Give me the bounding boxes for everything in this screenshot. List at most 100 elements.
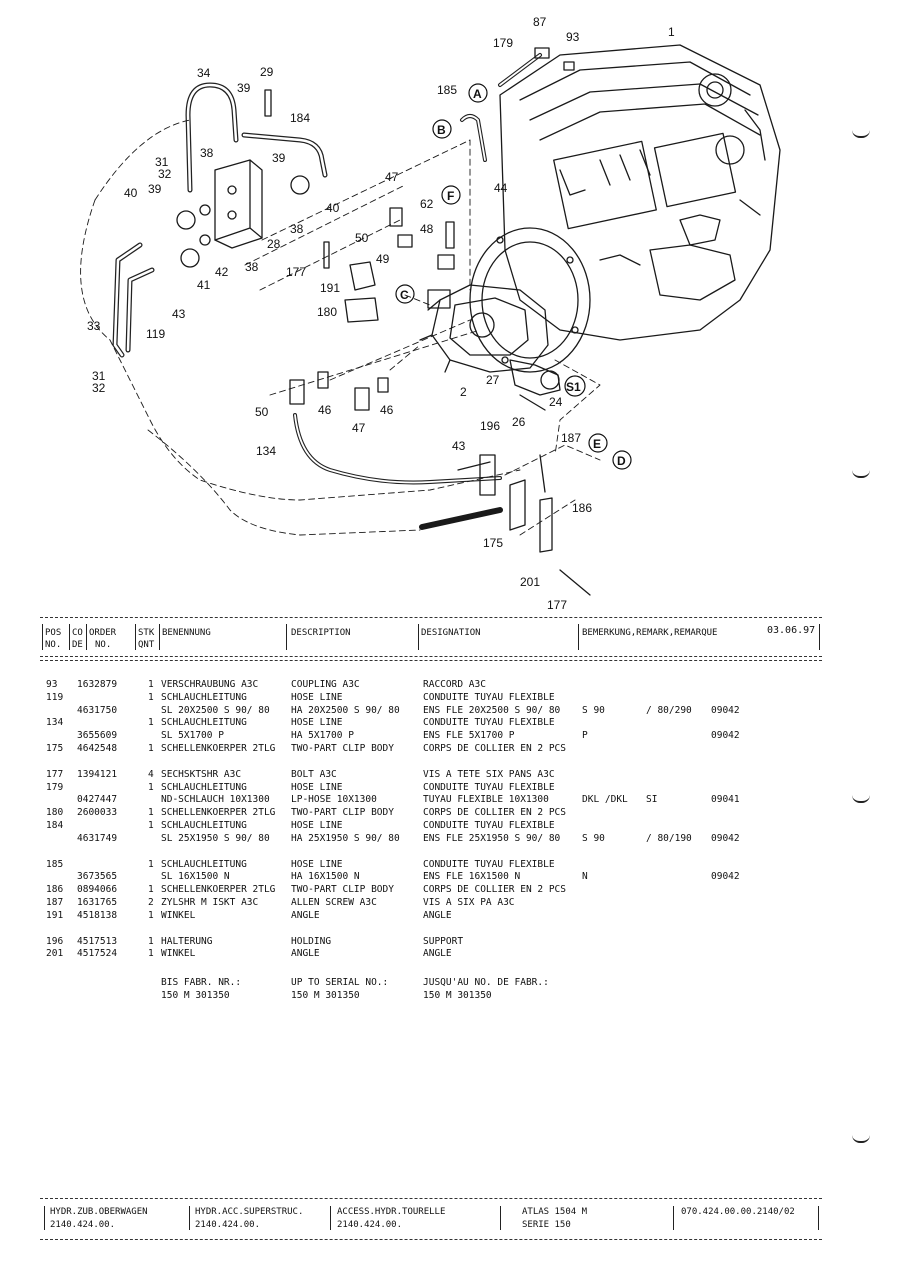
svg-text:S1: S1 bbox=[566, 380, 581, 394]
row-designation: ENS FLE 16X1500 N bbox=[423, 871, 521, 883]
row-designation: CONDUITE TUYAU FLEXIBLE bbox=[423, 819, 555, 831]
callout-38b: 38 bbox=[290, 222, 304, 236]
row-designation: ANGLE bbox=[423, 909, 452, 921]
header-separator bbox=[819, 624, 820, 650]
row-benennung: SCHELLENKOERPER 2TLG bbox=[161, 742, 276, 754]
svg-text:C: C bbox=[400, 288, 409, 302]
footer-separator bbox=[673, 1206, 674, 1230]
callout-33: 33 bbox=[87, 319, 101, 333]
row-designation: TUYAU FLEXIBLE 10X1300 bbox=[423, 794, 549, 806]
circle-letter-s1: S1 bbox=[564, 375, 586, 397]
row-designation: ENS FLE 5X1700 P bbox=[423, 730, 515, 742]
row-benennung: SL 25X1950 S 90/ 80 bbox=[161, 832, 270, 844]
callout-184: 184 bbox=[290, 111, 310, 125]
row-pos: 185 bbox=[46, 858, 64, 870]
row-description: TWO-PART CLIP BODY bbox=[291, 742, 394, 754]
callout-62: 62 bbox=[420, 197, 434, 211]
footer-page-code: 070.424.00.00.2140/02 bbox=[681, 1207, 795, 1217]
row-remark-2: / 80/190 bbox=[646, 832, 692, 844]
row-order-no: 1632879 bbox=[77, 679, 118, 690]
header-separator bbox=[69, 624, 70, 650]
header-separator bbox=[86, 624, 87, 650]
row-description: HA 16X1500 N bbox=[291, 871, 360, 883]
row-order-no: 4518138 bbox=[77, 909, 118, 921]
serial-de-value: 150 M 301350 bbox=[161, 990, 230, 1001]
callout-49: 49 bbox=[376, 252, 390, 266]
header-no: NO. bbox=[45, 640, 62, 650]
header-separator bbox=[286, 624, 287, 650]
row-description: LP-HOSE 10X1300 bbox=[291, 794, 377, 806]
row-benennung: SCHLAUCHLEITUNG bbox=[161, 717, 247, 729]
circle-letter-b: B bbox=[432, 119, 452, 139]
callout-31a: 31 bbox=[155, 155, 169, 169]
callout-47a: 47 bbox=[385, 170, 399, 184]
callout-50b: 50 bbox=[255, 405, 269, 419]
exploded-parts-diagram: 87 179 93 1 34 29 39 185 184 38 39 31 32… bbox=[80, 15, 781, 610]
row-quantity: 1 bbox=[148, 781, 154, 793]
row-order-no: 2600033 bbox=[77, 807, 118, 819]
callout-46a: 46 bbox=[318, 403, 332, 417]
callout-185: 185 bbox=[437, 83, 457, 97]
header-top-rule bbox=[40, 617, 822, 618]
header-bottom-rule bbox=[40, 656, 822, 657]
table-start-rule bbox=[40, 660, 822, 661]
row-description: HOSE LINE bbox=[291, 781, 343, 793]
row-pos: 175 bbox=[46, 742, 64, 754]
footer-model: ATLAS 1504 M bbox=[522, 1207, 588, 1217]
row-pos: 187 bbox=[46, 896, 64, 908]
callout-38a: 38 bbox=[200, 146, 214, 160]
valve-block-drawing bbox=[199, 159, 263, 249]
row-designation: ANGLE bbox=[423, 948, 452, 960]
serial-de-label: BIS FABR. NR.: bbox=[161, 977, 242, 988]
row-designation: RACCORD A3C bbox=[423, 679, 486, 690]
row-pos: 180 bbox=[46, 807, 64, 819]
footer-group-de: HYDR.ZUB.OBERWAGEN bbox=[50, 1207, 148, 1217]
row-order-no: 4517524 bbox=[77, 948, 118, 960]
callout-134: 134 bbox=[256, 444, 276, 458]
footer-group-en-no: 2140.424.00. bbox=[195, 1220, 261, 1230]
callout-191: 191 bbox=[320, 281, 340, 295]
row-designation: CONDUITE TUYAU FLEXIBLE bbox=[423, 691, 555, 703]
callout-46b: 46 bbox=[380, 403, 394, 417]
row-benennung: ZYLSHR M ISKT A3C bbox=[161, 896, 259, 908]
row-benennung: WINKEL bbox=[161, 948, 196, 960]
row-benennung: SCHELLENKOERPER 2TLG bbox=[161, 884, 276, 896]
svg-text:E: E bbox=[593, 437, 601, 451]
row-pos: 184 bbox=[46, 819, 64, 831]
circle-letter-d: D bbox=[612, 450, 632, 470]
row-order-no: 0427447 bbox=[77, 794, 118, 806]
row-designation: SUPPORT bbox=[423, 935, 464, 947]
row-quantity: 1 bbox=[148, 858, 154, 870]
row-remark: N bbox=[582, 871, 588, 883]
row-description: TWO-PART CLIP BODY bbox=[291, 807, 394, 819]
row-pos: 119 bbox=[46, 691, 64, 703]
callout-87: 87 bbox=[533, 15, 547, 29]
callout-40b: 40 bbox=[326, 201, 340, 215]
row-description: TWO-PART CLIP BODY bbox=[291, 884, 394, 896]
callout-1: 1 bbox=[668, 25, 675, 39]
row-designation: CONDUITE TUYAU FLEXIBLE bbox=[423, 781, 555, 793]
callout-177b: 177 bbox=[547, 598, 567, 610]
callout-29: 29 bbox=[260, 65, 274, 79]
callout-48: 48 bbox=[420, 222, 434, 236]
header-date: 03.06.97 bbox=[767, 625, 816, 636]
footer-separator bbox=[500, 1206, 501, 1230]
row-quantity: 1 bbox=[148, 884, 154, 896]
row-remark-2: / 80/290 bbox=[646, 704, 692, 716]
svg-text:A: A bbox=[473, 87, 482, 101]
footer-group-de-no: 2140.424.00. bbox=[50, 1220, 116, 1230]
footer-top-rule bbox=[40, 1198, 822, 1199]
footer-group-fr-no: 2140.424.00. bbox=[337, 1220, 403, 1230]
callout-32b: 32 bbox=[92, 381, 106, 395]
row-remark: S 90 bbox=[582, 704, 605, 716]
row-description: ALLEN SCREW A3C bbox=[291, 896, 377, 908]
row-benennung: SCHLAUCHLEITUNG bbox=[161, 691, 247, 703]
row-description: HOSE LINE bbox=[291, 819, 343, 831]
